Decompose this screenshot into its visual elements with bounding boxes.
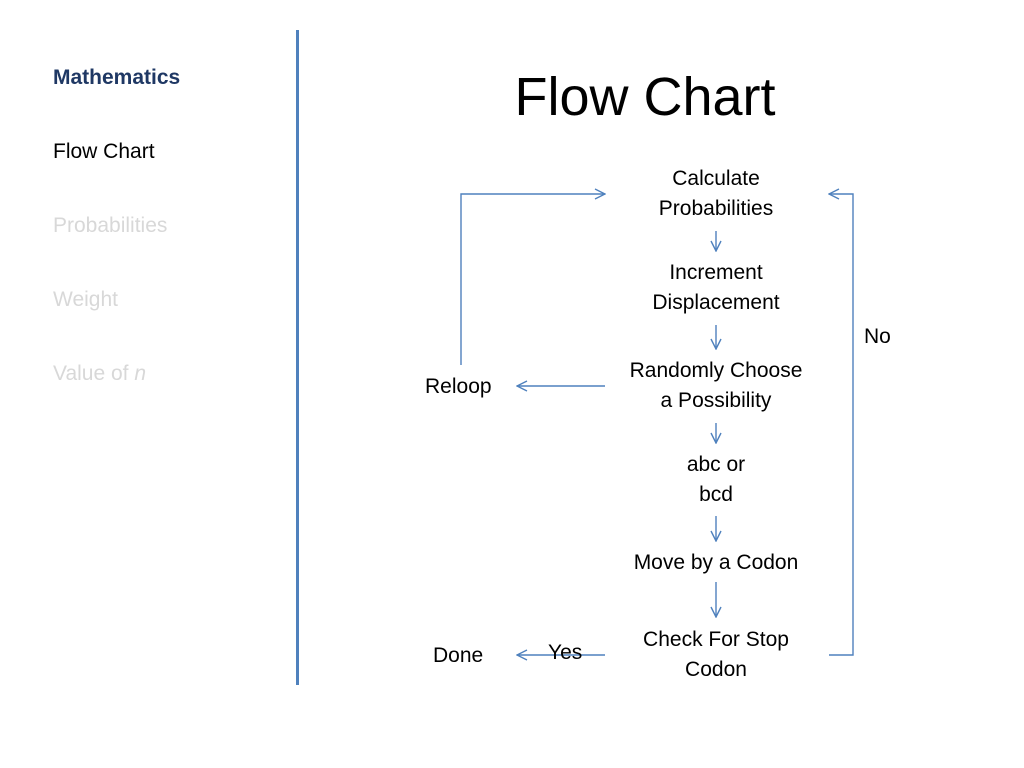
flow-step-line: Check For Stop	[643, 628, 789, 651]
flow-step-move-by-codon: Move by a Codon	[601, 548, 831, 578]
flow-step-randomly-choose: Randomly Choose a Possibility	[601, 356, 831, 416]
no-label: No	[864, 325, 891, 348]
flow-step-line: bcd	[699, 483, 733, 506]
reloop-label: Reloop	[425, 375, 492, 398]
yes-label: Yes	[548, 641, 583, 664]
sidebar-item-label-italic: n	[134, 362, 147, 385]
flow-step-line: Displacement	[652, 291, 780, 314]
flow-step-line: abc or	[686, 453, 746, 476]
flow-step-line: Codon	[685, 658, 747, 681]
sidebar: Mathematics Flow Chart Probabilities Wei…	[0, 0, 300, 768]
flow-step-abc-or-bcd: abc or bcd	[601, 450, 831, 510]
sidebar-divider	[296, 30, 299, 685]
flow-step-increment-displacement: Increment Displacement	[601, 258, 831, 318]
flow-step-line: Randomly Choose	[629, 359, 803, 382]
sidebar-section-mathematics[interactable]: Mathematics	[53, 66, 181, 89]
sidebar-item-label: Value of	[53, 362, 135, 385]
flow-step-line: Calculate	[672, 167, 760, 190]
sidebar-item-probabilities[interactable]: Probabilities	[53, 214, 168, 237]
flow-step-calculate-probabilities: Calculate Probabilities	[601, 164, 831, 224]
flow-step-line: a Possibility	[660, 389, 772, 412]
sidebar-item-flow-chart[interactable]: Flow Chart	[53, 140, 155, 163]
flow-step-line: Probabilities	[658, 197, 774, 220]
page-title: Flow Chart	[514, 67, 776, 127]
sidebar-item-weight[interactable]: Weight	[53, 288, 118, 311]
flow-step-check-stop-codon: Check For Stop Codon	[601, 625, 831, 685]
done-label: Done	[433, 644, 484, 667]
arrow-no-loop-to-step1	[829, 194, 854, 656]
flow-step-line: Move by a Codon	[633, 551, 799, 574]
flow-step-line: Increment	[669, 261, 763, 284]
arrow-reloop-to-step1	[460, 194, 605, 365]
sidebar-item-value-of-n[interactable]: Value of n	[53, 361, 146, 387]
